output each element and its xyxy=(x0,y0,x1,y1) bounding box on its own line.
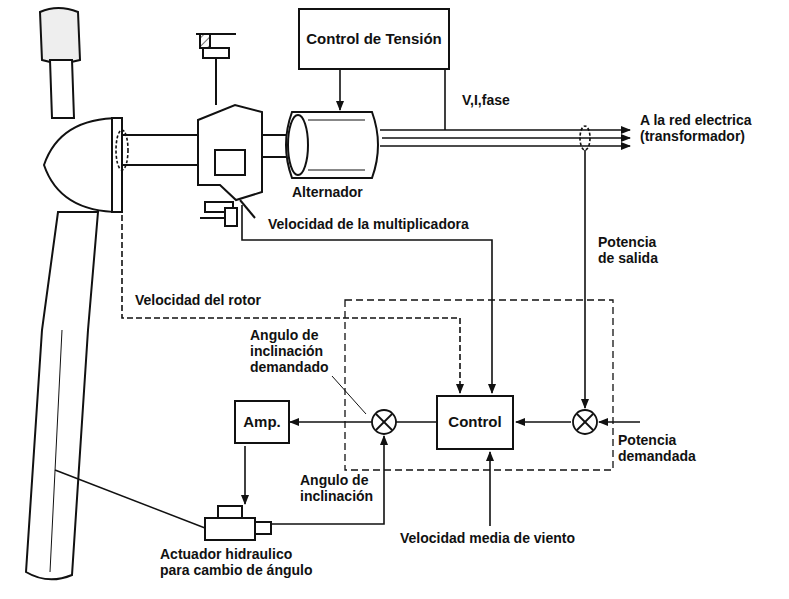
signal-label: Potencia demandada xyxy=(618,432,718,464)
signal-label: Velocidad del rotor xyxy=(135,292,315,308)
signal-connector xyxy=(290,421,436,423)
signal-label: Potencia de salida xyxy=(598,234,668,266)
signal-label: Angulo de inclinación xyxy=(300,472,380,504)
box-text: Amp. xyxy=(243,414,281,431)
signal-label: Actuador hidraulico para cambio de ángul… xyxy=(160,546,320,578)
signal-label: Alternador xyxy=(292,184,392,200)
control-box: Control de Tensión xyxy=(298,8,450,70)
signal-label: V,I,fase xyxy=(462,92,552,108)
signal-label: Velocidad media de viento xyxy=(400,530,640,546)
box-text: Control de Tensión xyxy=(306,31,442,48)
box-text: Control xyxy=(448,414,501,431)
signal-label: Velocidad de la multiplicadora xyxy=(268,216,528,232)
signal-label: A la red electrica (transformador) xyxy=(640,112,785,144)
amplifier-box: Amp. xyxy=(234,400,290,444)
signal-label: Angulo de inclinación demandado xyxy=(250,327,340,375)
controller-box: Control xyxy=(436,395,514,450)
